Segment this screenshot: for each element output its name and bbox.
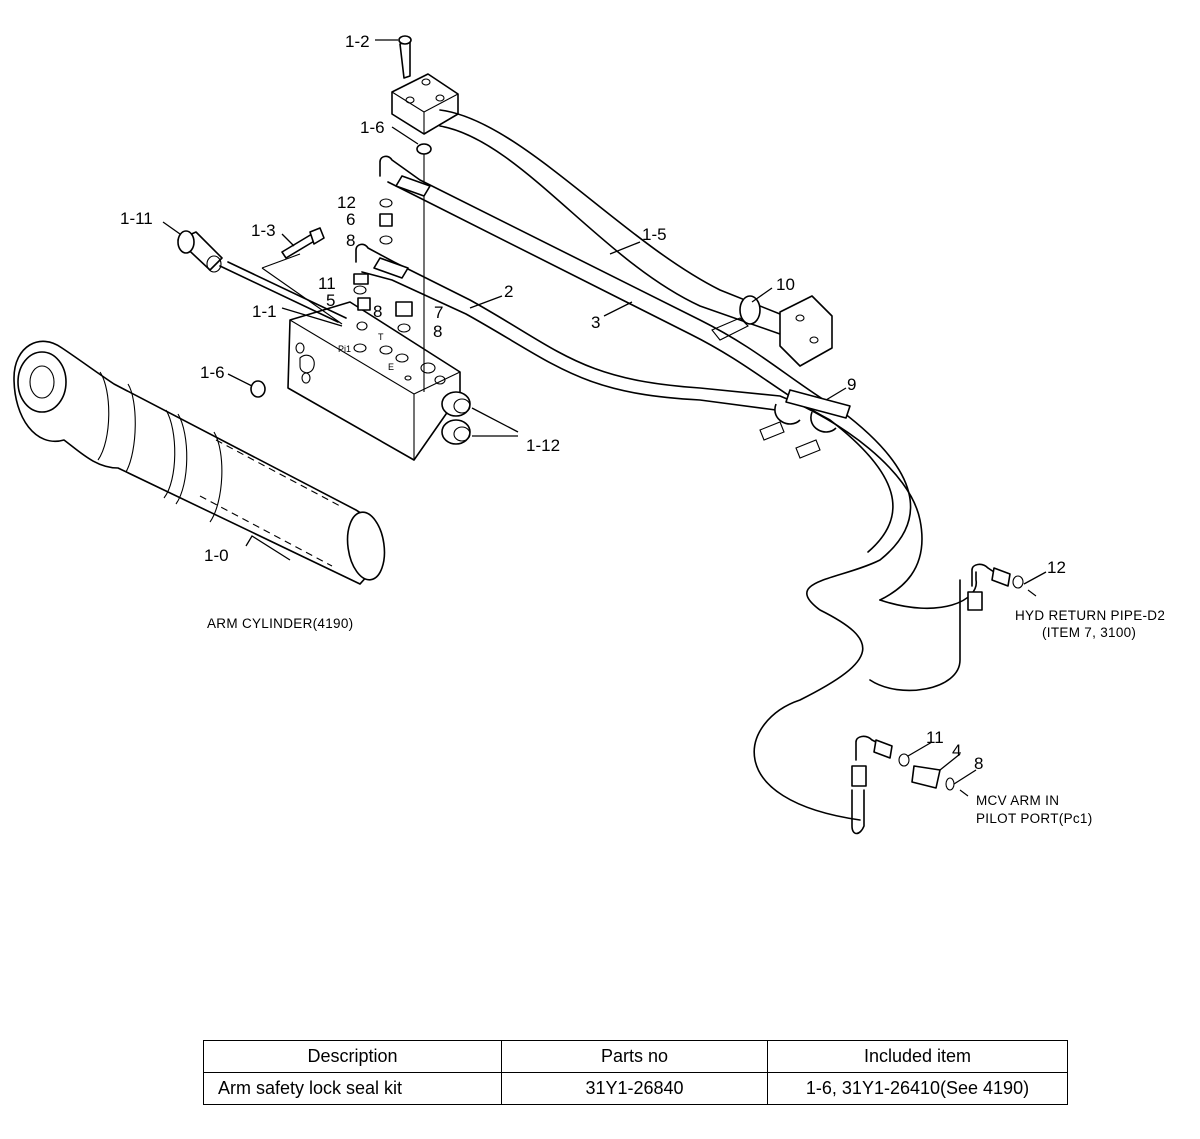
port-labels: Pi1 T E — [338, 332, 394, 372]
note-mcv-1: MCV ARM IN — [976, 793, 1059, 808]
seal-kit-table: Description Parts no Included item Arm s… — [203, 1040, 1068, 1105]
callout-7: 7 — [434, 303, 443, 322]
cell-included-item: 1-6, 31Y1-26410(See 4190) — [767, 1072, 1068, 1105]
leader-lines — [162, 39, 1047, 785]
callout-3: 3 — [591, 313, 600, 332]
callout-2: 2 — [504, 282, 513, 301]
cell-description: Arm safety lock seal kit — [203, 1072, 502, 1105]
callout-labels: 1-2 1-6 12 6 8 1-11 1-3 11 5 8 1-1 7 8 1… — [120, 32, 1066, 773]
callout-1-12: 1-12 — [526, 436, 560, 455]
cell-parts-no: 31Y1-26840 — [501, 1072, 768, 1105]
note-arm-cylinder: ARM CYLINDER(4190) — [207, 616, 353, 631]
port-pi1: Pi1 — [338, 344, 351, 354]
hose-3 — [379, 155, 912, 821]
header-description: Description — [203, 1040, 502, 1073]
callout-1-5: 1-5 — [642, 225, 667, 244]
arm-cylinder — [13, 340, 386, 585]
o-ring-1-6-top — [416, 143, 432, 155]
hose-2 — [355, 243, 977, 692]
bolt-1-3 — [261, 227, 343, 325]
note-hyd-return-1: HYD RETURN PIPE-D2 — [1015, 608, 1165, 623]
callout-12-right: 12 — [1047, 558, 1066, 577]
hose-end-lower-right — [851, 735, 969, 835]
callout-1-3: 1-3 — [251, 221, 276, 240]
callout-4: 4 — [952, 741, 961, 760]
table-header-row: Description Parts no Included item — [203, 1040, 1068, 1073]
callout-1-0: 1-0 — [204, 546, 229, 565]
top-flange — [391, 35, 459, 135]
callout-1-2: 1-2 — [345, 32, 370, 51]
callout-8-b: 8 — [373, 302, 382, 321]
o-ring-1-6-left — [250, 380, 266, 398]
hydraulic-parts-diagram: 1-2 1-6 12 6 8 1-11 1-3 11 5 8 1-1 7 8 1… — [13, 32, 1165, 835]
callout-11-a: 11 — [318, 274, 336, 293]
pipe-1-5 — [439, 109, 833, 367]
callout-8-a: 8 — [346, 231, 355, 250]
callout-1-6-top: 1-6 — [360, 118, 385, 137]
callout-1-11: 1-11 — [120, 209, 153, 228]
small-fittings — [353, 198, 413, 333]
callout-9: 9 — [847, 375, 856, 394]
callout-8-d: 8 — [974, 754, 983, 773]
clamp-9 — [759, 389, 851, 459]
callout-10: 10 — [776, 275, 795, 294]
callout-8-c: 8 — [433, 322, 442, 341]
fitting-1-12 — [441, 391, 471, 445]
callout-1-6-left: 1-6 — [200, 363, 225, 382]
hose-end-upper-right — [967, 563, 1037, 611]
callout-6: 6 — [346, 210, 355, 229]
port-t: T — [378, 332, 384, 342]
callout-5: 5 — [326, 291, 335, 310]
header-included-item: Included item — [767, 1040, 1068, 1073]
header-parts-no: Parts no — [501, 1040, 768, 1073]
callout-12-top: 12 — [337, 193, 356, 212]
table-row: Arm safety lock seal kit 31Y1-26840 1-6,… — [203, 1072, 1068, 1105]
safety-valve-block — [287, 301, 461, 461]
note-hyd-return-2: (ITEM 7, 3100) — [1042, 625, 1136, 640]
note-mcv-2: PILOT PORT(Pc1) — [976, 811, 1093, 826]
callout-1-1: 1-1 — [252, 302, 277, 321]
port-e: E — [388, 362, 394, 372]
callout-11-b: 11 — [926, 728, 944, 747]
pilot-fitting-1-11 — [177, 230, 347, 323]
notes: ARM CYLINDER(4190) HYD RETURN PIPE-D2 (I… — [207, 608, 1165, 826]
